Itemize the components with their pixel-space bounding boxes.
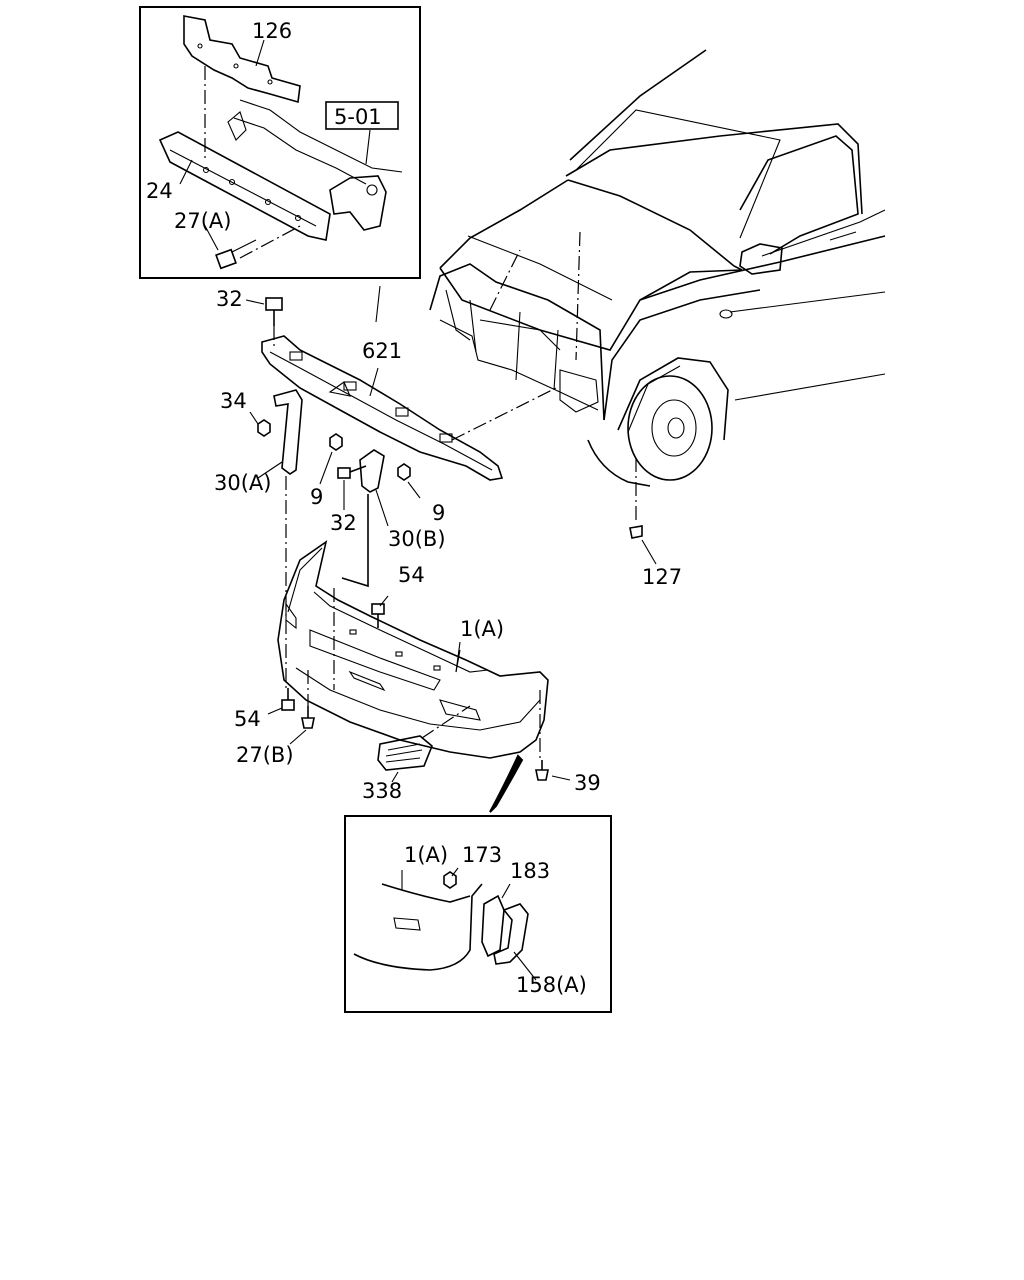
detail-callout-183: 183 — [510, 859, 550, 883]
callout-30a: 30(A) — [214, 471, 271, 495]
detail-frame-corner — [344, 815, 612, 1013]
callout-5-01: 5-01 — [334, 105, 382, 129]
callout-621: 621 — [362, 339, 402, 363]
callout-32-top: 32 — [216, 287, 243, 311]
callout-54-bottom: 54 — [234, 707, 261, 731]
detail-callout-1a: 1(A) — [404, 843, 448, 867]
callout-54-top: 54 — [398, 563, 425, 587]
callout-labels: 126 5-01 24 27(A) 32 621 34 30(A) 9 9 32… — [146, 19, 682, 997]
callout-127: 127 — [642, 565, 682, 589]
detail-callout-173: 173 — [462, 843, 502, 867]
callout-126: 126 — [252, 19, 292, 43]
callout-27b: 27(B) — [236, 743, 294, 767]
callout-338: 338 — [362, 779, 402, 803]
callout-9-right: 9 — [432, 501, 445, 525]
callout-32-mid: 32 — [330, 511, 357, 535]
inset-frame-support — [139, 6, 421, 279]
detail-callout-158a: 158(A) — [516, 973, 587, 997]
bumper-reinforcement-assembly — [245, 285, 657, 813]
callout-9-left: 9 — [310, 485, 323, 509]
callout-1a: 1(A) — [460, 617, 504, 641]
vehicle-outline — [429, 49, 886, 520]
callout-34: 34 — [220, 389, 247, 413]
callout-30b: 30(B) — [388, 527, 446, 551]
callout-27a: 27(A) — [174, 209, 231, 233]
callout-24: 24 — [146, 179, 173, 203]
callout-39: 39 — [574, 771, 601, 795]
